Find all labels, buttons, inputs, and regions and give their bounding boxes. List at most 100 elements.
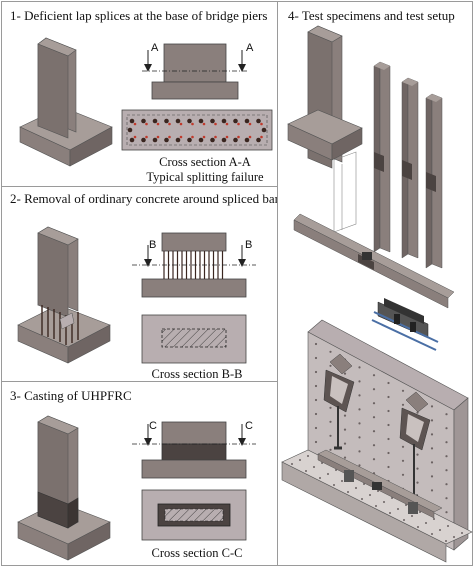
- rebar-dot-red: [191, 122, 194, 126]
- rebar-dot: [221, 118, 227, 124]
- floor-hole: [411, 515, 413, 517]
- step-1-title: 1- Deficient lap splices at the base of …: [10, 8, 268, 23]
- wall-hole: [401, 403, 405, 406]
- rebar-dot-red: [237, 122, 240, 126]
- wall-hole: [329, 448, 332, 451]
- rebar-dot-red: [202, 122, 206, 126]
- elevation-a: [142, 43, 248, 100]
- rebar-dot: [129, 118, 135, 124]
- cross-section-a: [121, 109, 273, 151]
- rebar-dot-red: [214, 135, 217, 139]
- rebar-dot-red: [133, 122, 137, 126]
- section-b-right-label: B: [245, 239, 253, 251]
- wall-hole: [314, 356, 318, 360]
- step-3-title: 3- Casting of UHPFRC: [10, 388, 132, 403]
- wall-hole: [358, 436, 361, 439]
- rebar-dot: [244, 118, 250, 124]
- wall-hole: [372, 458, 376, 461]
- floor-hole: [319, 477, 321, 479]
- rebar-dot: [129, 137, 135, 143]
- wall-hole: [430, 461, 434, 464]
- wall-hole: [314, 412, 318, 416]
- wall-hole: [314, 440, 318, 444]
- rebar-dot: [210, 137, 215, 143]
- wall-hole: [358, 422, 361, 425]
- wall-hole: [329, 364, 332, 367]
- pier-3d-1: [19, 37, 113, 167]
- section-a-right-label: A: [246, 42, 254, 54]
- wall-hole: [358, 366, 361, 369]
- rebar-dot-red: [156, 122, 160, 126]
- wall-hole: [372, 374, 376, 377]
- wall-hole: [387, 423, 390, 427]
- wall-hole: [358, 464, 361, 467]
- beam-on-floor: [317, 449, 443, 519]
- wall-hole: [416, 467, 419, 470]
- floor-hole: [445, 540, 447, 542]
- floor-hole: [431, 533, 433, 535]
- wall-hole: [445, 511, 448, 514]
- wall-hole: [329, 434, 332, 437]
- wall-hole: [329, 350, 332, 353]
- rebar-dot-red: [225, 122, 229, 126]
- rebar-dot-red: [225, 135, 229, 139]
- wall-hole: [401, 473, 405, 476]
- wall-hole: [416, 481, 419, 484]
- wall-hole: [430, 475, 434, 478]
- wall-hole: [314, 398, 318, 402]
- rebar-dot: [233, 137, 238, 143]
- wall-hole: [445, 413, 448, 416]
- panel-step-2: 2- Removal of ordinary concrete around s…: [1, 186, 284, 382]
- cross-section-c: [141, 489, 247, 541]
- elevation-b: [132, 232, 256, 298]
- step-3-drawing: [17, 415, 256, 561]
- wall-hole: [387, 381, 390, 385]
- rebar-dot-red: [202, 135, 206, 139]
- column-specimens: [373, 61, 443, 269]
- wall-hole: [314, 384, 318, 388]
- cross-section-b: [141, 314, 247, 364]
- rebar-dot: [187, 137, 192, 143]
- step-4-drawing: [281, 25, 473, 563]
- floor-hole: [361, 498, 363, 500]
- caption-section-b: Cross section B-B: [151, 367, 243, 381]
- floor-hole: [347, 491, 349, 493]
- wall-hole: [445, 455, 448, 458]
- rebar-dot-red: [260, 135, 263, 139]
- wall-hole: [416, 453, 419, 456]
- wall-hole: [358, 394, 361, 397]
- section-c-right-label: C: [245, 420, 253, 432]
- rebar-dot: [261, 127, 267, 133]
- rebar-dot-red: [214, 122, 217, 126]
- rebar-dot: [233, 118, 238, 124]
- floor-hole: [375, 505, 377, 507]
- wall-hole: [372, 444, 376, 447]
- wall-hole: [343, 442, 347, 445]
- rebar-dot: [152, 118, 158, 124]
- wall-hole: [387, 395, 390, 399]
- rebar-dot: [141, 137, 146, 143]
- rebar-dot: [244, 137, 250, 143]
- wall-hole: [387, 465, 390, 469]
- rebar-dot-red: [145, 135, 148, 139]
- floor-hole: [397, 508, 399, 510]
- floor-hole: [355, 487, 357, 489]
- step-2-title: 2- Removal of ordinary concrete around s…: [10, 191, 284, 206]
- rebar-dot-red: [179, 122, 183, 126]
- floor-hole: [425, 522, 427, 524]
- floor-hole: [369, 494, 371, 496]
- wall-hole: [445, 483, 448, 486]
- rebar-dot-red: [145, 122, 148, 126]
- wall-hole: [358, 450, 361, 453]
- floor-hole: [389, 512, 391, 514]
- floor-hole: [305, 470, 307, 472]
- floor-hole: [333, 484, 335, 486]
- floor-hole: [461, 532, 463, 534]
- wall-hole: [343, 372, 347, 375]
- rebar-dot-red: [156, 135, 160, 139]
- wall-hole: [358, 380, 361, 383]
- wall-hole: [372, 416, 376, 419]
- rebar-dot-red: [168, 135, 171, 139]
- wall-hole: [343, 414, 347, 417]
- wall-hole: [329, 406, 332, 409]
